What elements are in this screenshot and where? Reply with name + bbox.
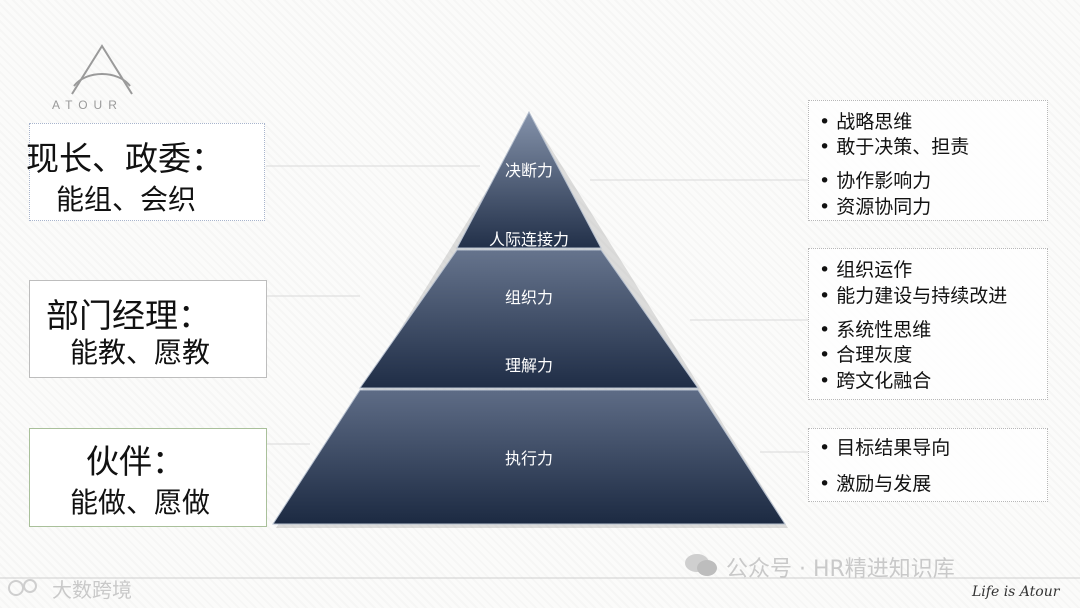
pyramid-tier-middle <box>359 249 699 389</box>
capability-item: • 目标结果导向 <box>819 437 951 459</box>
pyramid-diagram <box>272 110 788 528</box>
role-subtitle-partner: 能做、愿做 <box>70 486 211 519</box>
capability-item: • 跨文化融合 <box>819 370 932 392</box>
pyramid-tier-bottom <box>272 389 786 525</box>
pyramid-label-interpersonal: 人际连接力 <box>488 230 570 249</box>
capability-box-director: • 战略思维 • 敢于决策、担责 • 协作影响力 • 资源协同力 <box>808 100 1048 221</box>
wechat-watermark: 公众号 · HR精进知识库 <box>726 557 955 582</box>
wechat-icon <box>684 552 718 578</box>
role-title-director: 现长、政委： <box>26 139 224 178</box>
capability-item: • 激励与发展 <box>819 473 932 495</box>
role-box-manager: 部门经理： 能教、愿教 <box>29 280 267 378</box>
capability-item: • 敢于决策、担责 <box>819 136 970 158</box>
atour-logo-icon <box>71 44 133 95</box>
role-title-partner: 伙伴： <box>86 442 185 481</box>
role-title-manager: 部门经理： <box>46 296 211 335</box>
role-box-partner: 伙伴： 能做、愿做 <box>29 428 267 527</box>
capability-item: • 战略思维 <box>819 111 913 133</box>
logo-text: ATOUR <box>52 98 123 112</box>
capability-box-partner: • 目标结果导向 • 激励与发展 <box>808 428 1048 502</box>
role-subtitle-manager: 能教、愿教 <box>70 336 211 369</box>
bottom-left-watermark: 大数跨境 <box>52 578 132 602</box>
pyramid-tier-top <box>456 110 602 249</box>
pyramid-label-execution: 执行力 <box>504 449 554 468</box>
capability-item: • 组织运作 <box>819 259 913 281</box>
role-box-director: 现长、政委： 能组、会织 <box>26 123 265 221</box>
pyramid-label-decision: 决断力 <box>504 161 554 180</box>
role-subtitle-director: 能组、会织 <box>56 183 197 216</box>
signature: Life is Atour <box>972 584 1060 600</box>
capability-item: • 合理灰度 <box>819 344 913 366</box>
bottom-left-watermark-icon <box>6 576 48 600</box>
pyramid-label-organization: 组织力 <box>504 288 554 307</box>
capability-box-manager: • 组织运作 • 能力建设与持续改进 • 系统性思维 • 合理灰度 • 跨文化融… <box>808 248 1048 400</box>
capability-item: • 系统性思维 <box>819 319 932 341</box>
capability-item: • 协作影响力 <box>819 170 932 192</box>
capability-item: • 能力建设与持续改进 <box>819 285 1008 307</box>
capability-item: • 资源协同力 <box>819 196 932 218</box>
pyramid-label-understanding: 理解力 <box>504 356 554 375</box>
